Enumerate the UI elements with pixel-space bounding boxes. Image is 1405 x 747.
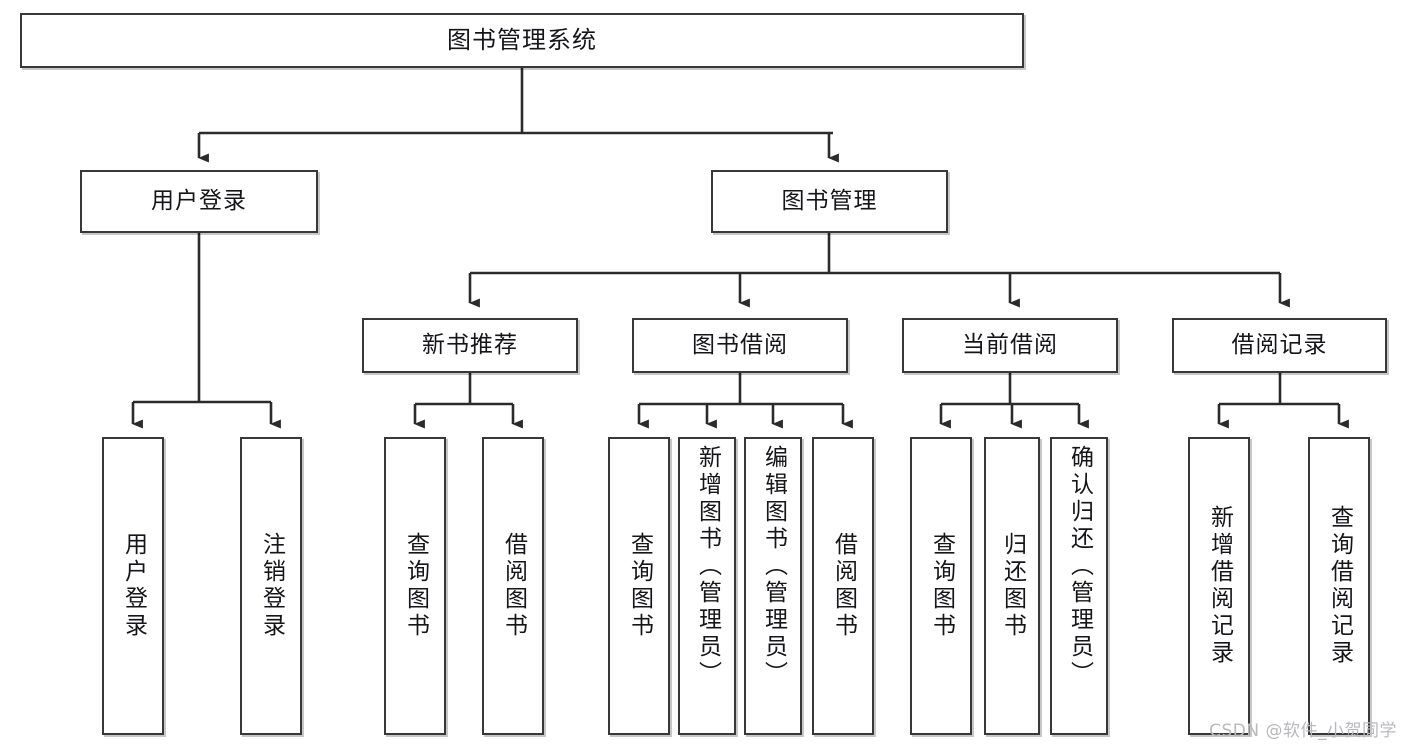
leaf-confirm-return-admin-label: 确认归还（管理员） bbox=[1066, 445, 1093, 688]
leaf-query-book-borrow-label: 查询图书 bbox=[626, 532, 653, 640]
node-current-borrow-label: 当前借阅 bbox=[962, 331, 1058, 358]
node-borrow-record-label: 借阅记录 bbox=[1231, 331, 1328, 358]
node-current-borrow[interactable]: 当前借阅 bbox=[902, 318, 1118, 373]
node-user-login-label: 用户登录 bbox=[151, 187, 247, 214]
node-book-borrow-label: 图书借阅 bbox=[692, 331, 788, 358]
leaf-query-book-recommend-label: 查询图书 bbox=[402, 532, 429, 640]
leaf-query-book-borrow[interactable]: 查询图书 bbox=[608, 437, 670, 735]
leaf-confirm-return-admin[interactable]: 确认归还（管理员） bbox=[1050, 437, 1108, 735]
watermark-text: CSDN @软件_小贺同学 bbox=[1209, 721, 1397, 741]
node-new-book-recommend[interactable]: 新书推荐 bbox=[362, 318, 578, 373]
leaf-add-book-admin[interactable]: 新增图书（管理员） bbox=[678, 437, 736, 735]
leaf-add-borrow-record[interactable]: 新增借阅记录 bbox=[1188, 437, 1250, 735]
leaf-user-login-label: 用户登录 bbox=[120, 532, 147, 640]
node-root-label: 图书管理系统 bbox=[447, 26, 597, 55]
leaf-add-borrow-record-label: 新增借阅记录 bbox=[1206, 505, 1233, 667]
leaf-return-book[interactable]: 归还图书 bbox=[984, 437, 1040, 735]
leaf-borrow-book[interactable]: 借阅图书 bbox=[812, 437, 874, 735]
leaf-add-book-admin-label: 新增图书（管理员） bbox=[694, 445, 721, 688]
leaf-return-book-label: 归还图书 bbox=[999, 532, 1026, 640]
node-root[interactable]: 图书管理系统 bbox=[20, 13, 1024, 68]
node-book-management[interactable]: 图书管理 bbox=[711, 170, 948, 233]
leaf-user-logout[interactable]: 注销登录 bbox=[240, 437, 302, 735]
leaf-query-book-current[interactable]: 查询图书 bbox=[910, 437, 972, 735]
node-borrow-record[interactable]: 借阅记录 bbox=[1172, 318, 1387, 373]
leaf-user-logout-label: 注销登录 bbox=[258, 532, 285, 640]
leaf-query-borrow-record[interactable]: 查询借阅记录 bbox=[1308, 437, 1370, 735]
leaf-query-borrow-record-label: 查询借阅记录 bbox=[1326, 505, 1353, 667]
leaf-borrow-book-recommend[interactable]: 借阅图书 bbox=[482, 437, 544, 735]
leaf-edit-book-admin-label: 编辑图书（管理员） bbox=[760, 445, 787, 688]
node-new-book-recommend-label: 新书推荐 bbox=[422, 331, 518, 358]
leaf-edit-book-admin[interactable]: 编辑图书（管理员） bbox=[744, 437, 802, 735]
leaf-borrow-book-recommend-label: 借阅图书 bbox=[500, 532, 527, 640]
leaf-query-book-current-label: 查询图书 bbox=[928, 532, 955, 640]
node-book-management-label: 图书管理 bbox=[781, 187, 878, 214]
leaf-user-login[interactable]: 用户登录 bbox=[102, 437, 164, 735]
leaf-query-book-recommend[interactable]: 查询图书 bbox=[384, 437, 446, 735]
node-book-borrow[interactable]: 图书借阅 bbox=[632, 318, 848, 373]
node-user-login[interactable]: 用户登录 bbox=[80, 170, 318, 233]
leaf-borrow-book-label: 借阅图书 bbox=[830, 532, 857, 640]
